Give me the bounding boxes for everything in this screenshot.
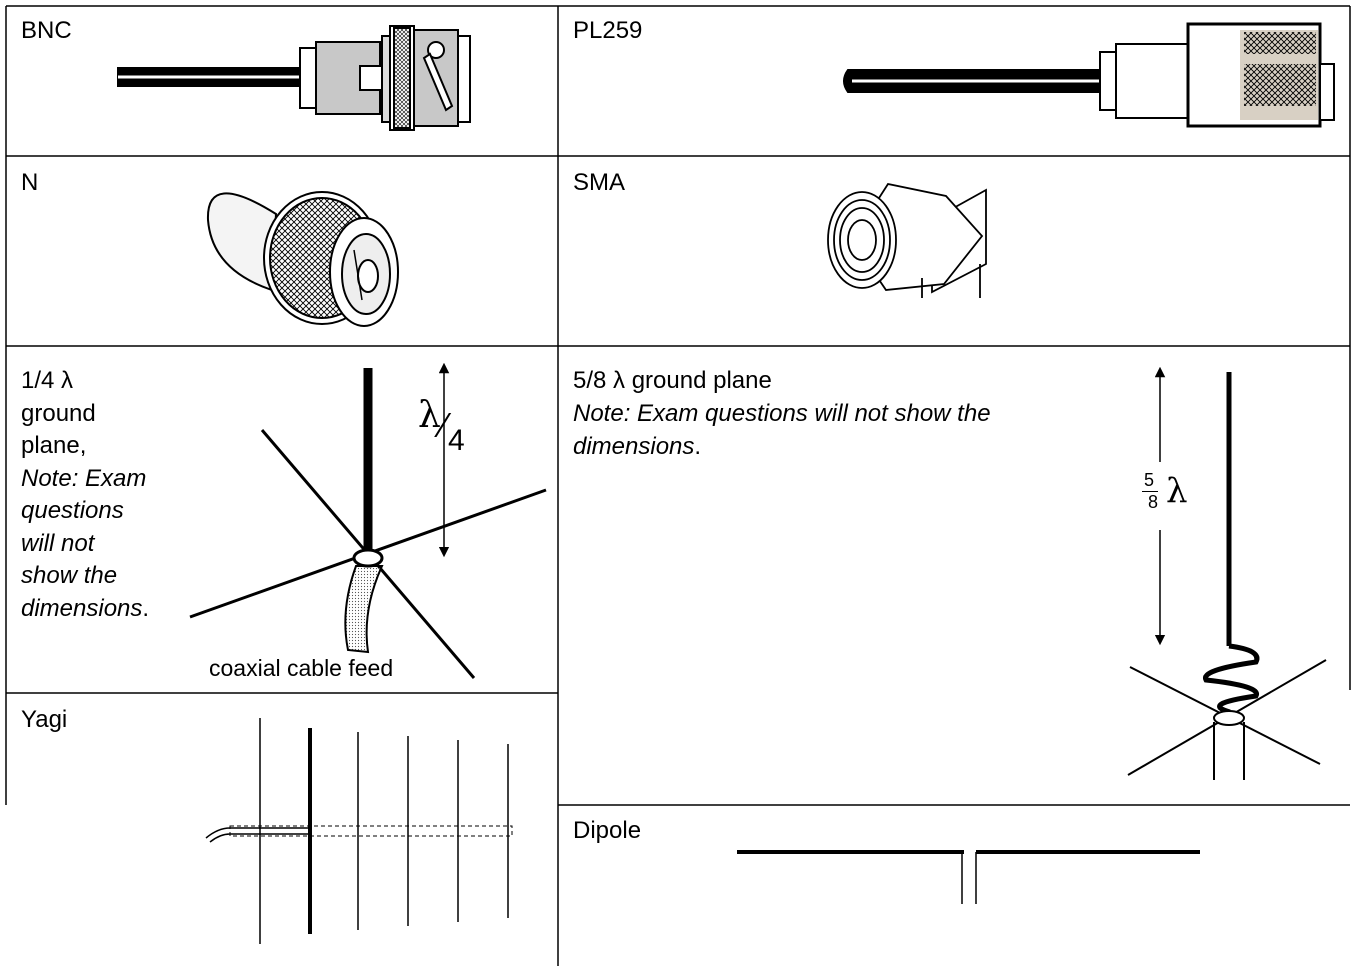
five-eighths-label-line: 5/8 λ ground plane [573,367,772,394]
dimension-denominator: 4 [448,424,465,457]
quarter-wave-label-line2: ground [21,399,96,427]
quarter-wave-dimension: λ [418,396,441,436]
five-eighths-note-period: . [694,433,702,460]
five-eighths-note-line1: Note: Exam questions will not show the [573,400,991,427]
five-eighths-label: 5/8 λ ground plane Note: Exam questions … [573,364,991,463]
five-eighths-denominator: 8 [1148,492,1159,512]
sma-connector-drawing [827,182,987,298]
n-connector-drawing [206,191,399,327]
n-label: N [21,169,39,196]
quarter-wave-note-line4: show the [21,562,118,589]
five-eighths-numerator: 5 [1144,470,1155,490]
quarter-wave-antenna-drawing [189,362,547,679]
coaxial-cable-caption: coaxial cable feed [209,655,394,681]
lambda-symbol: λ [418,395,441,436]
quarter-wave-note-period: . [142,594,150,622]
quarter-wave-note-line2: questions [21,497,124,524]
quarter-wave-label-line3: plane, [21,432,87,459]
quarter-wave-note-line5: dimensions [21,594,143,622]
sma-label: SMA [573,169,626,196]
five-eighths-antenna-drawing [1127,366,1327,780]
dimension-slash: ⁄ [440,407,446,445]
five-eighths-note-line2: dimensions [573,433,695,460]
five-eighths-lambda-symbol: λ [1166,471,1188,511]
pl259-label: PL259 [573,17,643,44]
dipole-antenna-drawing [737,850,1200,904]
pl259-connector-drawing [843,22,1335,128]
quarter-wave-label: 1/4 λ ground plane, Note: Exam questions… [21,365,149,625]
yagi-antenna-drawing [205,718,513,944]
quarter-wave-note-line3: will not [21,529,95,557]
quarter-wave-label-line1: 1/4 λ [21,367,74,394]
bnc-connector-drawing [117,25,471,131]
fraction-bar [1142,491,1158,492]
yagi-label: Yagi [21,706,68,733]
table-grid [5,5,1351,966]
dipole-label: Dipole [573,817,642,844]
quarter-wave-note-line1: Note: Exam [21,464,147,492]
bnc-label: BNC [21,17,72,44]
